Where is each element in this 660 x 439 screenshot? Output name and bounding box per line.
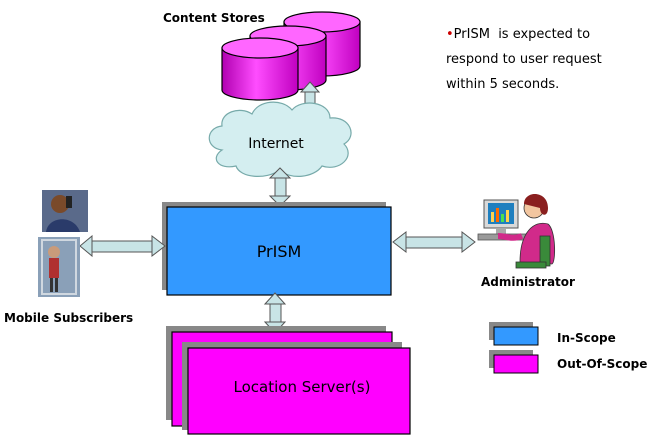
mobile-subscriber-photo — [38, 237, 80, 297]
location-server-label: Location Server(s) — [234, 378, 371, 396]
legend-item-out-of-scope: Out-Of-Scope — [489, 350, 647, 374]
arrow-prism-admin — [392, 230, 476, 254]
administrator-label: Administrator — [481, 275, 575, 289]
prism-box — [162, 202, 392, 296]
internet-cloud — [208, 101, 352, 177]
prism-label: PrISM — [257, 242, 302, 261]
mobile-subscribers-label: Mobile Subscribers — [4, 311, 133, 325]
arrow-mobile-prism — [79, 234, 166, 258]
content-stores-label: Content Stores — [163, 11, 265, 25]
note-line: •PrISM is expected to — [446, 22, 656, 47]
legend-swatch-in-scope — [493, 326, 539, 346]
legend-swatch-out-of-scope — [493, 354, 539, 374]
content-stores-cylinders — [221, 11, 361, 101]
legend-label-in-scope: In-Scope — [557, 331, 616, 345]
legend-item-in-scope: In-Scope — [489, 322, 616, 346]
note-line-3: within 5 seconds. — [446, 77, 560, 92]
arrow-internet-prism — [268, 167, 292, 207]
mobile-subscriber-photo — [42, 190, 88, 232]
administrator-clipart — [477, 193, 556, 269]
performance-note: •PrISM is expected to respond to user re… — [446, 22, 656, 97]
legend-label-out-of-scope: Out-Of-Scope — [557, 357, 647, 371]
location-server-stack — [166, 326, 411, 435]
note-line-2: respond to user request — [446, 52, 602, 67]
legend: In-Scope Out-Of-Scope — [489, 322, 647, 374]
internet-label: Internet — [248, 136, 304, 152]
note-line-1: PrISM is expected to — [453, 27, 591, 42]
content-store-cylinder — [221, 37, 299, 101]
note-bullet: • — [446, 27, 454, 42]
